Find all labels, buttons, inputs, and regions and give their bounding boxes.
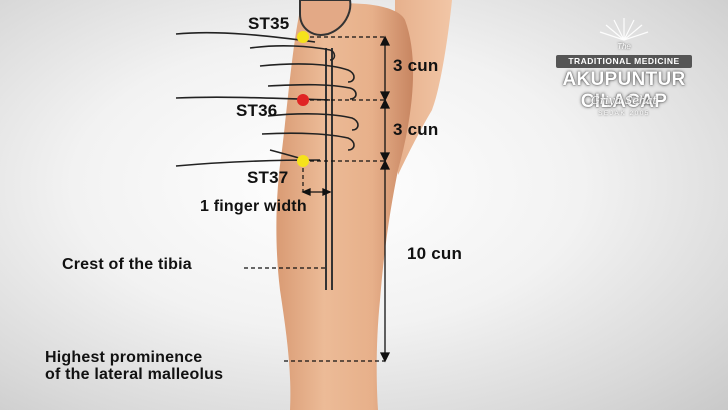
middle-measurement: 3 cun (393, 120, 439, 139)
st35-point (297, 31, 309, 43)
upper-measurement: 3 cun (393, 56, 439, 75)
malleolus-label-line2: of the lateral malleolus (45, 366, 224, 383)
finger-width-label: 1 finger width (200, 198, 307, 215)
measure-arrows (301, 35, 391, 363)
logo-subtitle: TRADITIONAL MEDICINE (556, 55, 692, 68)
logo-the-text: The (617, 42, 631, 51)
st37-point (297, 155, 309, 167)
clinic-logo: The TRADITIONAL MEDICINE AKUPUNTUR CILAC… (536, 12, 712, 124)
logo-since: SEJAK 2005 (598, 110, 650, 117)
malleolus-label-line1: Highest prominence (45, 349, 203, 366)
tibia-crest-label: Crest of the tibia (62, 256, 192, 273)
guide-lines (244, 36, 385, 362)
logo-sunburst (599, 18, 649, 41)
logo-script: Griya Sehat (591, 94, 657, 107)
logo-title: AKUPUNTUR CILACAP (562, 69, 686, 112)
st36-point (297, 94, 309, 106)
st36-label: ST36 (236, 101, 278, 120)
st35-label: ST35 (248, 14, 290, 33)
lower-leg-shape (276, 3, 414, 410)
lower-measurement: 10 cun (407, 244, 463, 263)
st37-label: ST37 (247, 168, 289, 187)
kneecap-shape (299, 0, 352, 36)
